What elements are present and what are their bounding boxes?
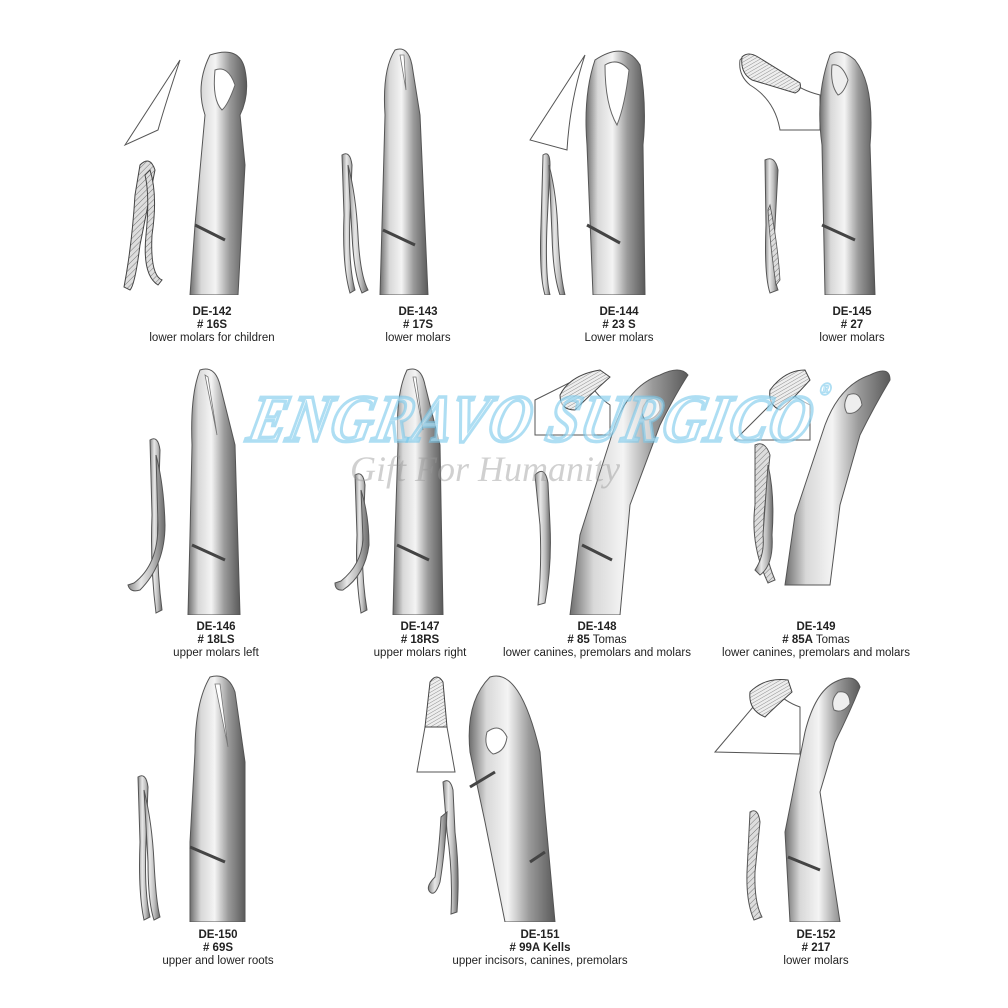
product-code: DE-146 <box>196 621 236 633</box>
product-code: DE-150 <box>198 929 238 941</box>
product-description: lower canines, premolars and molars <box>503 647 691 659</box>
product-code: DE-152 <box>796 929 836 941</box>
product-description: upper molars right <box>373 647 467 659</box>
product-description: lower molars for children <box>149 332 275 344</box>
product-caption: DE-144 # 23 S Lower molars <box>584 306 653 345</box>
product-number: # 23 S <box>602 319 636 331</box>
product-number: # 217 <box>801 942 831 954</box>
product-code: DE-144 <box>599 306 639 318</box>
product-code: DE-147 <box>400 621 440 633</box>
product-de-143[interactable] <box>320 45 520 295</box>
product-code: DE-148 <box>577 621 617 633</box>
forceps-icon <box>137 675 246 922</box>
product-description: lower molars <box>783 955 849 967</box>
product-description: upper molars left <box>173 647 259 659</box>
product-caption: DE-145 # 27 lower molars <box>819 306 884 345</box>
product-number: # 16S <box>196 319 228 331</box>
product-description: lower molars <box>819 332 885 344</box>
product-caption: DE-146 # 18LS upper molars left <box>173 621 259 660</box>
product-description: upper and lower roots <box>162 955 274 967</box>
product-code: DE-151 <box>520 929 560 941</box>
product-caption: DE-151 # 99A Kells upper incisors, canin… <box>452 929 627 968</box>
forceps-icon <box>123 51 248 295</box>
product-caption: DE-148 # 85 Tomas lower canines, premola… <box>503 621 691 660</box>
product-number: # 99A Kells <box>509 942 571 954</box>
product-de-142[interactable] <box>110 45 310 295</box>
product-de-144[interactable] <box>525 45 725 295</box>
product-code: DE-142 <box>192 306 232 318</box>
forceps-icon <box>534 369 689 615</box>
product-number: # 18LS <box>197 634 235 646</box>
forceps-icon <box>713 677 861 922</box>
product-description: Lower molars <box>584 332 654 344</box>
forceps-icon <box>416 675 556 922</box>
product-number: # 27 <box>840 319 864 331</box>
product-description: lower molars <box>385 332 451 344</box>
product-de-145[interactable] <box>730 45 930 295</box>
product-de-146[interactable] <box>120 365 320 615</box>
product-de-148[interactable] <box>520 365 720 615</box>
forceps-icon <box>334 368 444 615</box>
product-caption: DE-142 # 16S lower molars for children <box>149 306 274 345</box>
product-code: DE-149 <box>796 621 836 633</box>
product-number: # 85A Tomas <box>782 634 850 646</box>
forceps-icon <box>341 48 429 295</box>
product-number: # 17S <box>402 319 434 331</box>
product-de-152[interactable] <box>710 672 910 922</box>
product-de-151[interactable] <box>405 672 605 922</box>
product-number: # 18RS <box>400 634 440 646</box>
product-description: lower canines, premolars and molars <box>722 647 910 659</box>
forceps-icon <box>733 369 891 586</box>
product-description: upper incisors, canines, premolars <box>452 955 628 967</box>
product-de-150[interactable] <box>120 672 320 922</box>
forceps-icon <box>127 368 241 615</box>
product-code: DE-145 <box>832 306 872 318</box>
product-number: # 69S <box>202 942 234 954</box>
product-de-149[interactable] <box>730 365 930 615</box>
forceps-icon <box>529 50 646 295</box>
product-caption: DE-152 # 217 lower molars <box>783 929 848 968</box>
product-caption: DE-150 # 69S upper and lower roots <box>162 929 273 968</box>
forceps-icon <box>739 51 876 295</box>
product-caption: DE-149 # 85A Tomas lower canines, premol… <box>722 621 910 660</box>
product-number: # 85 Tomas <box>567 634 627 646</box>
product-code: DE-143 <box>398 306 438 318</box>
product-caption: DE-143 # 17S lower molars <box>385 306 450 345</box>
product-de-147[interactable] <box>325 365 525 615</box>
product-caption: DE-147 # 18RS upper molars right <box>374 621 467 660</box>
